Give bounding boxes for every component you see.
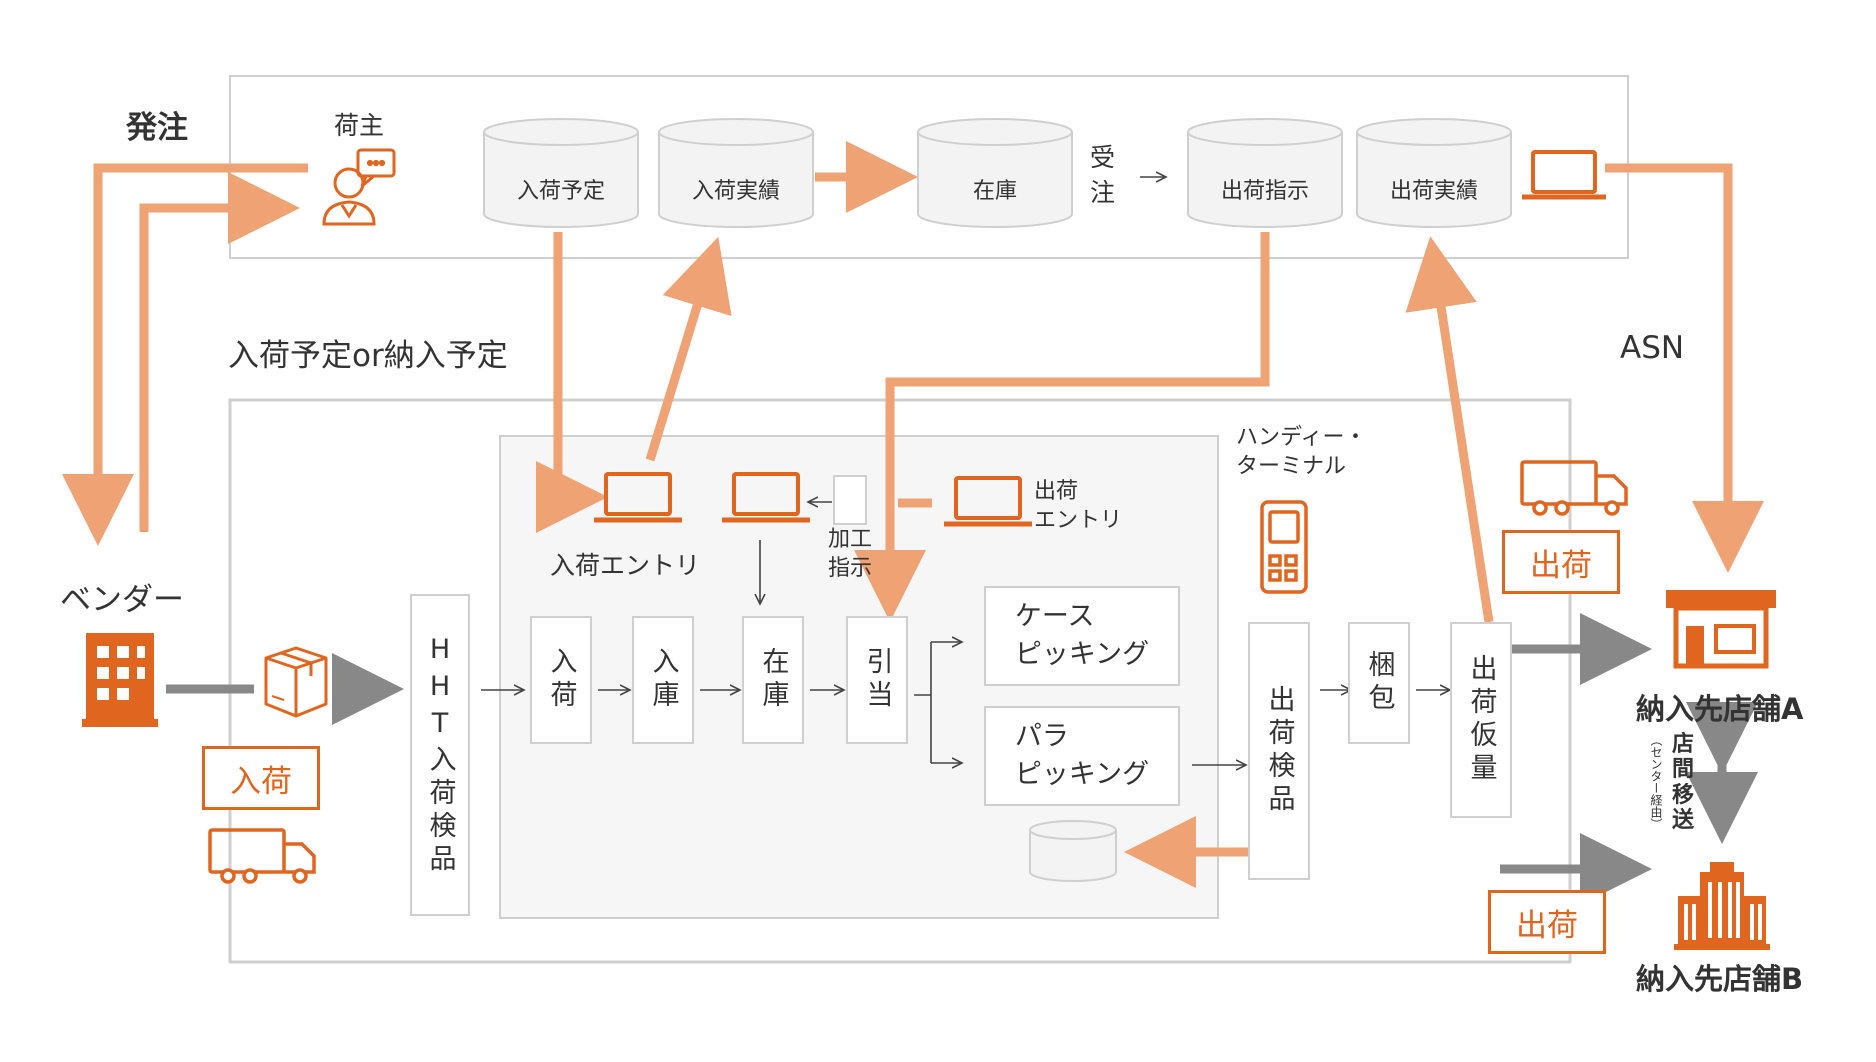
ship-entry-label: 出荷 エントリ (1034, 479, 1123, 533)
processing-instruction-label: 加工 指示 (828, 527, 873, 581)
db-ship-instruction (1187, 118, 1343, 228)
badge-ship-b: 出荷 (1488, 890, 1606, 954)
db-small (1029, 820, 1117, 882)
flow-asn (1605, 163, 1764, 573)
plan-label: 入荷予定or納入予定 (228, 338, 508, 374)
db-label-arrival-plan: 入荷予定 (516, 179, 605, 204)
badge-ship-a: 出荷 (1502, 530, 1620, 594)
flow-instruction-to-allocation (854, 232, 1270, 622)
db-arrival-plan (483, 118, 639, 228)
flow-order (62, 163, 308, 546)
db-label-ship-instruction: 出荷指示 (1220, 179, 1309, 204)
db-label-ship-actual: 出荷実績 (1389, 179, 1478, 204)
store-b-label: 納入先店舗B (1636, 962, 1804, 996)
handy-terminal-label: ハンディー・ ターミナル (1236, 425, 1367, 479)
laptop-icon (944, 476, 1032, 527)
db-label-inventory: 在庫 (972, 179, 1017, 204)
package-box-icon (264, 646, 328, 718)
flow-entry-to-actual (645, 236, 732, 462)
db-ship-actual (1356, 118, 1512, 228)
truck-icon (1520, 460, 1628, 516)
handy-terminal-icon (1260, 500, 1308, 594)
receive-order-label: 受 注 (1090, 143, 1116, 207)
shipper-person-icon (322, 148, 396, 226)
badge-arrival: 入荷 (202, 746, 320, 810)
process-arrival: 入荷 (530, 616, 592, 744)
flow-plan-to-entry (536, 232, 608, 533)
store-transfer-note: （センター経由） (1649, 734, 1663, 830)
process-piece-picking: パラ ピッキング (984, 706, 1180, 806)
flow-plan (139, 172, 300, 532)
process-hht-inspection: HHT入荷検品 (410, 594, 470, 916)
paper-icon (833, 475, 867, 525)
shipper-label: 荷主 (334, 111, 385, 140)
db-inventory (917, 118, 1073, 228)
store-b-icon (1674, 862, 1770, 950)
store-transfer-label: 店 間 移 送 (1672, 732, 1695, 833)
store-a-icon (1666, 590, 1776, 669)
laptop-icon (1522, 150, 1606, 200)
process-stock: 在庫 (742, 616, 804, 744)
vendor-label: ベンダー (60, 582, 184, 618)
process-allocation: 引当 (846, 616, 908, 744)
order-label: 発注 (126, 110, 188, 146)
process-putaway: 入庫 (632, 616, 694, 744)
flow-staging-to-actual (1405, 236, 1494, 623)
process-temp-staging: 出荷仮量 (1450, 622, 1512, 818)
arrival-entry-label: 入荷エントリ (550, 551, 701, 580)
db-arrival-actual (658, 118, 814, 228)
process-ship-inspection: 出荷検品 (1248, 622, 1310, 880)
process-packing: 梱包 (1348, 622, 1410, 744)
laptop-icon (594, 472, 682, 523)
truck-icon (208, 828, 316, 884)
db-label-arrival-actual: 入荷実績 (691, 179, 780, 204)
vendor-building-icon (82, 633, 158, 727)
laptop-icon (722, 472, 810, 523)
process-case-picking: ケース ピッキング (984, 586, 1180, 686)
store-a-label: 納入先店舗A (1636, 692, 1804, 726)
asn-label: ASN (1620, 330, 1685, 366)
